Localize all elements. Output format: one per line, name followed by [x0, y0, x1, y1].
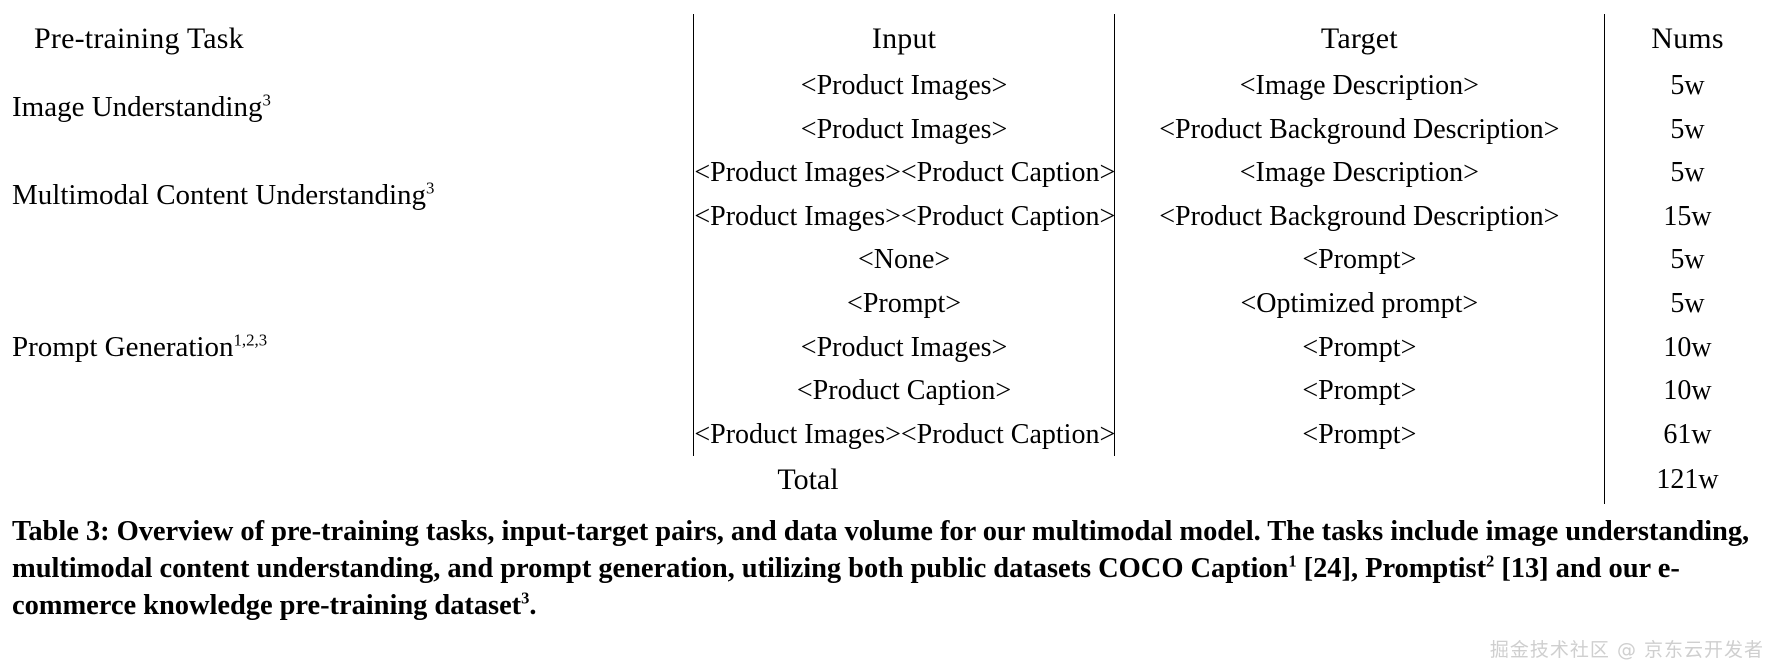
row-target-cell: <Prompt> <Optimized prompt> <Prompt> <Pr… — [1113, 238, 1605, 457]
row-input-line: <Product Images><Product Caption> — [694, 418, 1116, 450]
row-target-line: <Product Background Description> — [1159, 113, 1560, 145]
table-row: Multimodal Content Understanding3 <Produ… — [12, 151, 1770, 239]
row-target-line: <Optimized prompt> — [1240, 287, 1479, 319]
row-task-superscript: 1,2,3 — [233, 330, 268, 350]
row-input-line: <Prompt> — [847, 287, 962, 319]
caption-superscript-3: 3 — [521, 588, 530, 608]
caption-part-1: Table 3: Overview of pre-training tasks,… — [12, 516, 1750, 585]
row-input-line: <Product Images> — [800, 331, 1008, 363]
row-input-line: <Product Images><Product Caption> — [694, 157, 1116, 189]
column-header-nums: Nums — [1603, 14, 1770, 64]
table-total-row: Total 121w — [12, 456, 1770, 505]
row-target-line: <Image Description> — [1239, 70, 1479, 101]
row-nums-line: 10w — [1663, 331, 1712, 363]
row-nums-line: 61w — [1663, 418, 1712, 450]
row-nums-cell: 5w 15w — [1603, 151, 1770, 239]
row-input-line: <None> — [857, 244, 951, 276]
row-nums-cell: 5w 5w — [1603, 64, 1770, 152]
total-label: Total — [777, 463, 839, 497]
row-input-line: <Product Caption> — [796, 375, 1012, 407]
row-nums-line: 5w — [1670, 287, 1705, 319]
row-input-cell: <None> <Prompt> <Product Images> <Produc… — [693, 238, 1116, 457]
row-target-line: <Image Description> — [1239, 157, 1479, 189]
row-task-name: Multimodal Content Understanding — [12, 178, 427, 211]
table-caption: Table 3: Overview of pre-training tasks,… — [12, 513, 1770, 624]
pretraining-task-table: Pre-training Task Input Target Nums Imag… — [12, 14, 1770, 505]
row-nums-line: 10w — [1663, 375, 1712, 407]
table-row: Prompt Generation1,2,3 <None> <Prompt> <… — [12, 238, 1770, 457]
row-target-cell: <Image Description> <Product Background … — [1113, 64, 1605, 152]
watermark-text: 掘金技术社区 @ 京东云开发者 — [1489, 639, 1764, 661]
row-input-line: <Product Images><Product Caption> — [694, 200, 1116, 232]
row-target-cell: <Image Description> <Product Background … — [1113, 151, 1605, 239]
row-nums-line: 5w — [1670, 70, 1705, 101]
table-row: Image Understanding3 <Product Images> <P… — [12, 64, 1770, 152]
caption-superscript-2: 2 — [1486, 551, 1495, 571]
column-header-task: Pre-training Task — [34, 22, 244, 55]
table-figure-page: Pre-training Task Input Target Nums Imag… — [0, 14, 1782, 668]
total-value: 121w — [1603, 456, 1770, 505]
row-task-label: Multimodal Content Understanding3 — [12, 151, 694, 238]
row-input-line: <Product Images> — [800, 113, 1008, 145]
row-task-label: Image Understanding3 — [12, 64, 694, 151]
row-target-line: <Prompt> — [1302, 331, 1417, 363]
caption-superscript-1: 1 — [1288, 551, 1297, 571]
column-header-input: Input — [693, 14, 1115, 64]
column-header-target: Target — [1113, 14, 1605, 64]
row-nums-line: 15w — [1663, 200, 1712, 232]
row-task-name: Image Understanding — [12, 91, 263, 124]
row-nums-line: 5w — [1670, 157, 1705, 189]
caption-part-4: . — [529, 590, 537, 622]
row-input-cell: <Product Images> <Product Images> — [693, 64, 1115, 152]
caption-part-3: [13] and our e-commerce knowledge pre-tr… — [12, 553, 1680, 622]
row-input-line: <Product Images> — [800, 70, 1008, 101]
row-nums-line: 5w — [1670, 113, 1705, 145]
row-task-superscript: 3 — [262, 90, 271, 110]
row-nums-cell: 5w 5w 10w 10w 61w — [1603, 238, 1770, 457]
caption-part-2: [24], Promptist — [1296, 553, 1487, 585]
row-task-label: Prompt Generation1,2,3 — [12, 238, 694, 456]
table-header-row: Pre-training Task Input Target Nums — [12, 14, 1770, 64]
row-target-line: <Product Background Description> — [1159, 200, 1560, 232]
row-target-line: <Prompt> — [1302, 375, 1417, 407]
row-nums-line: 5w — [1670, 244, 1705, 276]
row-input-cell: <Product Images><Product Caption> <Produ… — [693, 151, 1116, 239]
row-target-line: <Prompt> — [1302, 244, 1417, 276]
row-task-superscript: 3 — [426, 178, 435, 198]
row-task-name: Prompt Generation — [12, 331, 234, 364]
row-target-line: <Prompt> — [1302, 418, 1417, 450]
